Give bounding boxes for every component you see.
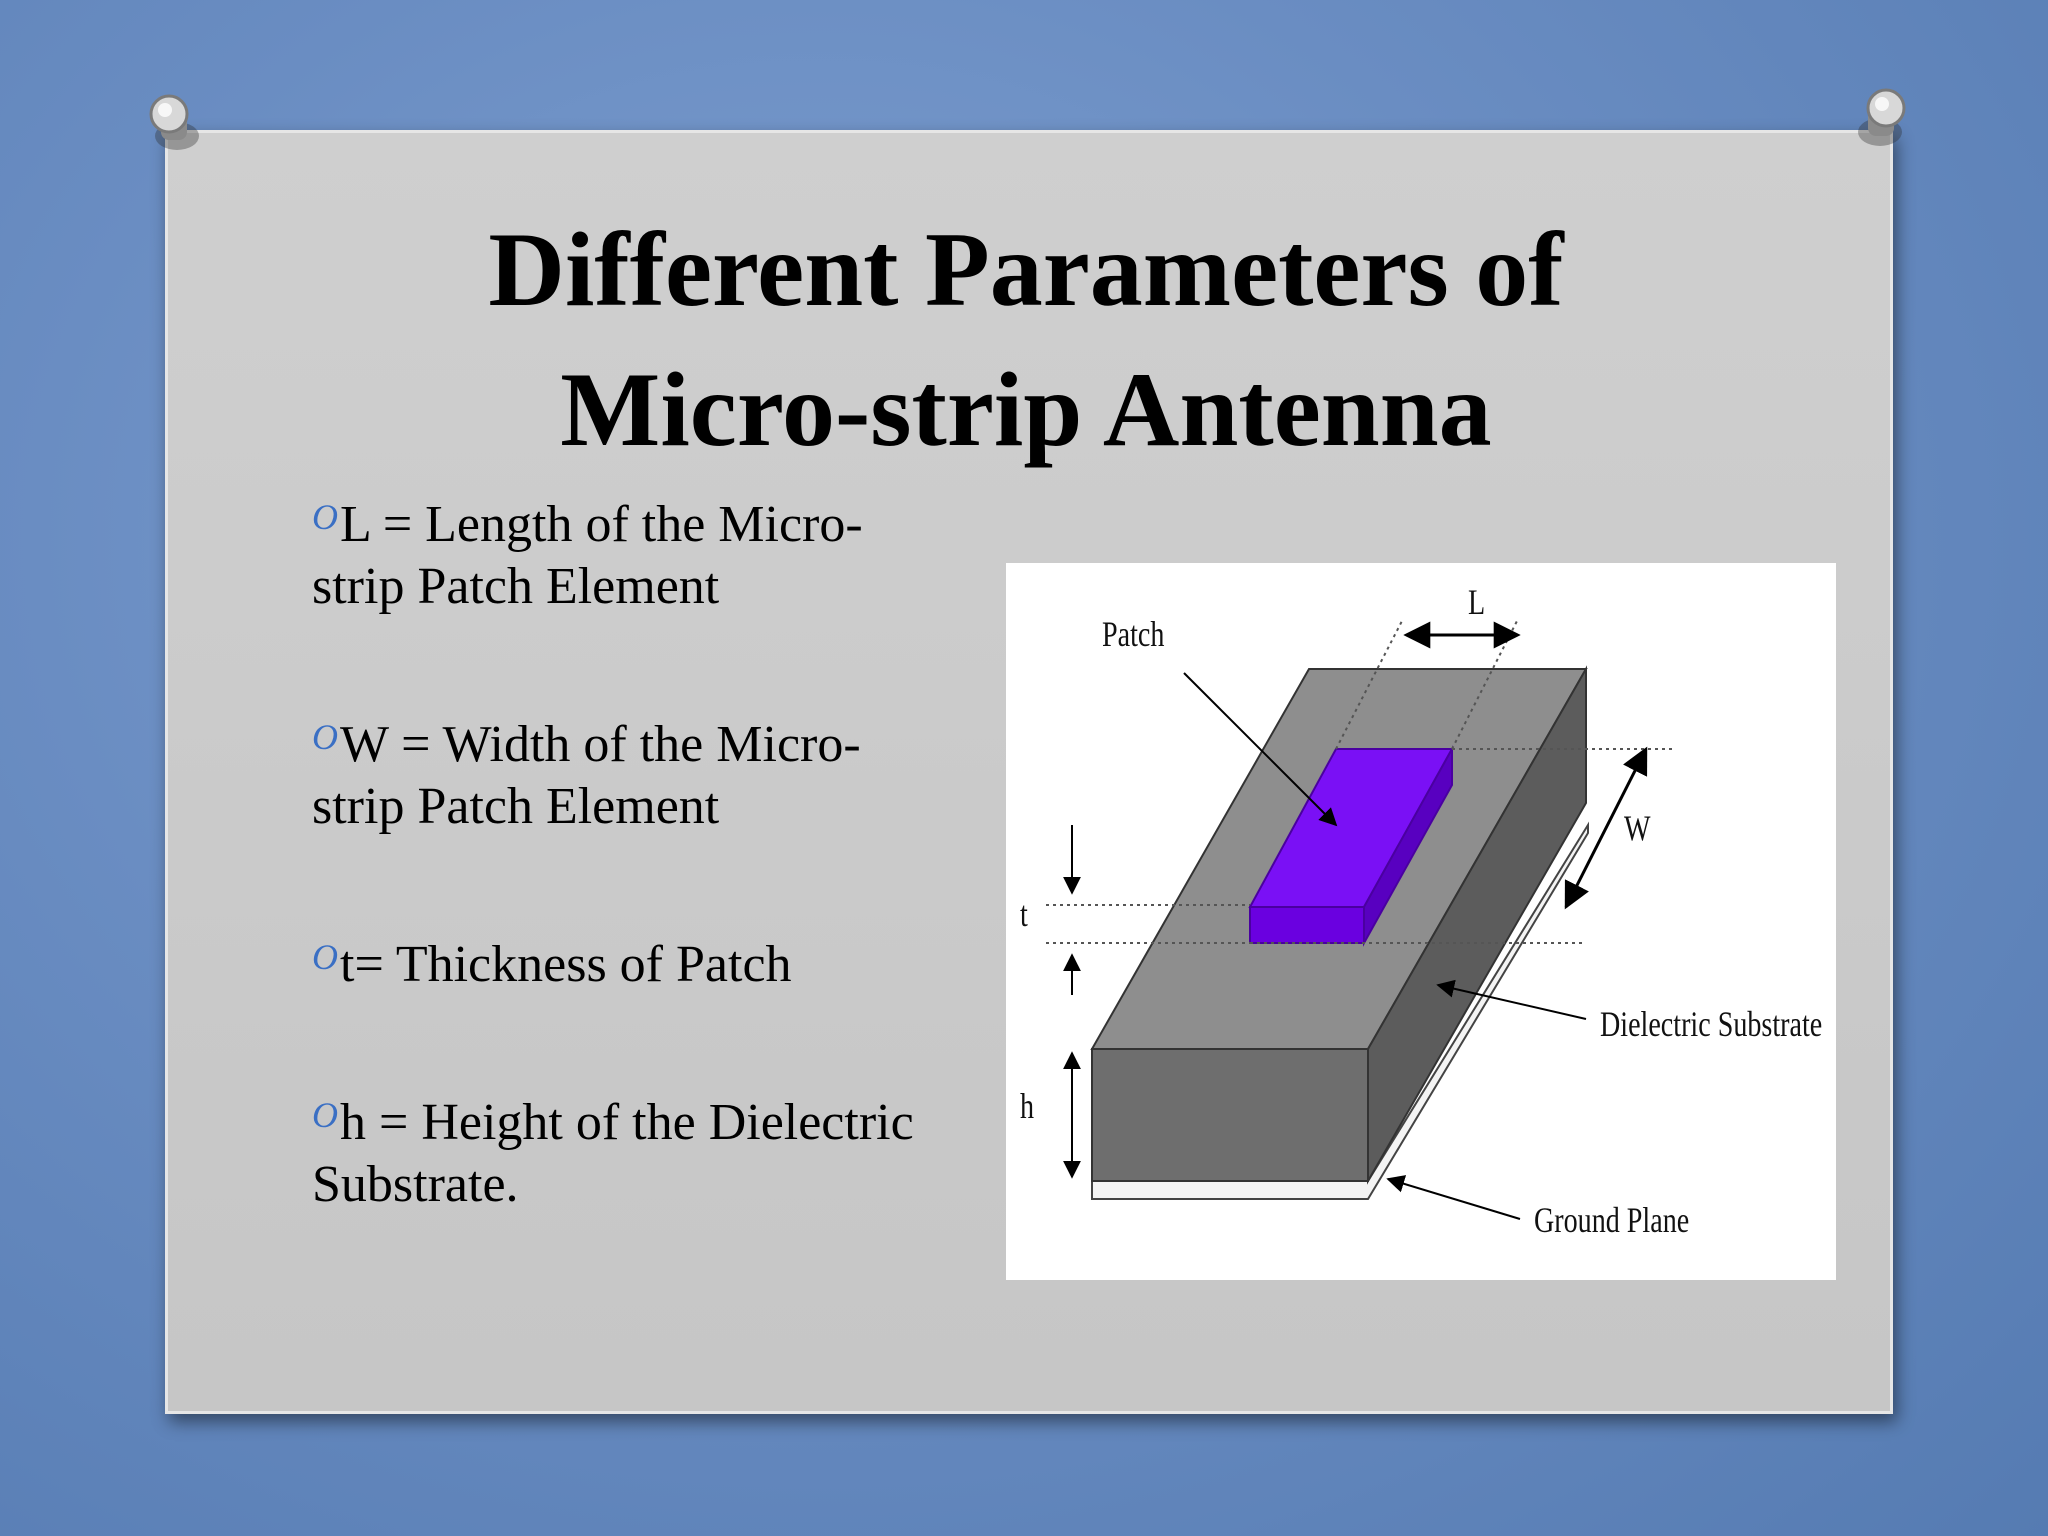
bullet-marker: O	[312, 497, 338, 537]
patch-right	[1363, 745, 1453, 947]
bullet-width: OW = Width of the Micro- strip Patch Ele…	[312, 706, 992, 838]
bullet-height: Oh = Height of the Dielectric Substrate.	[312, 1084, 992, 1216]
bullet-text: W = Width of the Micro-	[340, 716, 861, 773]
diagram-drawing	[1046, 618, 1676, 1220]
bullet-text: h = Height of the Dielectric	[340, 1094, 914, 1151]
label-W: W	[1624, 808, 1651, 848]
bullet-text: t= Thickness of Patch	[340, 936, 792, 993]
pushpin-right-icon	[1858, 88, 1906, 146]
label-patch: Patch	[1102, 614, 1165, 654]
bullet-text: L = Length of the Micro-	[340, 496, 863, 553]
label-dielectric-substrate: Dielectric Substrate	[1600, 1004, 1823, 1044]
microstrip-diagram: L Patch W t h Dielectric Substrate Groun…	[1006, 563, 1836, 1280]
title-line-2: Micro-strip Antenna	[560, 351, 1492, 468]
substrate-front	[1091, 1048, 1369, 1182]
bullet-text-cont: strip Patch Element	[312, 778, 720, 835]
bullet-marker: O	[312, 717, 338, 757]
bullet-marker: O	[312, 1095, 338, 1135]
bullet-text-cont: Substrate.	[312, 1156, 519, 1213]
bullet-marker: O	[312, 937, 338, 977]
slide-title: Different Parameters of Micro-strip Ante…	[165, 200, 1887, 480]
bullet-length: OL = Length of the Micro- strip Patch El…	[312, 486, 992, 618]
label-h: h	[1020, 1086, 1035, 1126]
bullet-thickness: Ot= Thickness of Patch	[312, 926, 992, 996]
label-L: L	[1468, 582, 1486, 622]
pushpin-left-icon	[149, 94, 199, 150]
patch-front	[1249, 906, 1365, 944]
title-line-1: Different Parameters of	[488, 211, 1564, 328]
bullet-list: OL = Length of the Micro- strip Patch El…	[312, 486, 992, 1304]
label-ground-plane: Ground Plane	[1534, 1200, 1690, 1240]
label-t: t	[1020, 894, 1028, 934]
bullet-text-cont: strip Patch Element	[312, 558, 720, 615]
